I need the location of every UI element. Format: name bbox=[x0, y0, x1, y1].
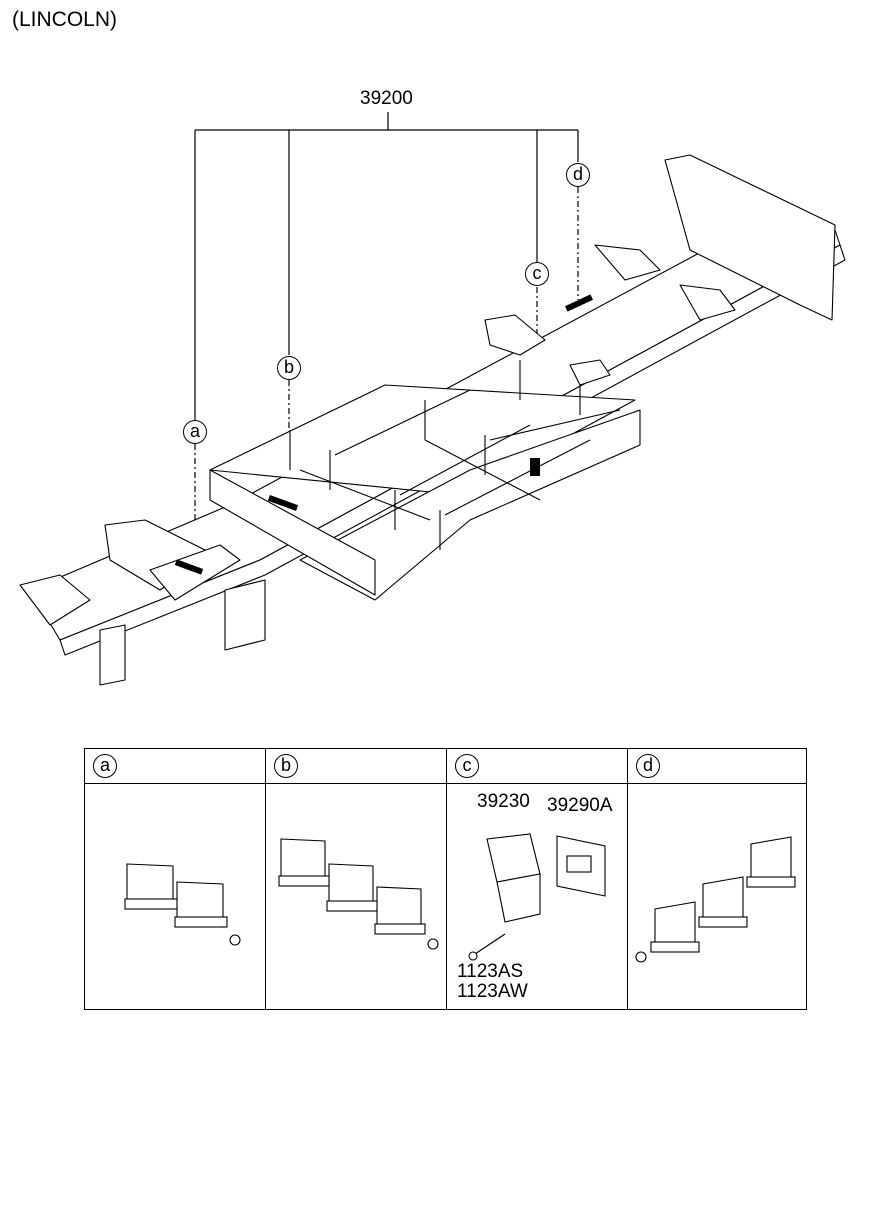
table-header-c: c bbox=[455, 754, 479, 778]
table-header-a: a bbox=[93, 754, 117, 778]
relay-assembly-c bbox=[468, 833, 606, 961]
connector-triple-d bbox=[635, 836, 796, 963]
chassis-frame-diagram bbox=[19, 112, 846, 686]
callout-b: b bbox=[277, 356, 301, 380]
table-header-b: b bbox=[274, 754, 298, 778]
part-39290a: 39290A bbox=[547, 795, 613, 816]
table-header-d: d bbox=[636, 754, 660, 778]
detail-drawings bbox=[124, 833, 796, 963]
detail-table: a b c d 39230 39290A 1123AS 1123AW bbox=[84, 748, 807, 1010]
callout-c: c bbox=[525, 262, 549, 286]
callout-d: d bbox=[566, 163, 590, 187]
main-part-number: 39200 bbox=[360, 88, 413, 109]
connector-pair-a bbox=[124, 863, 241, 946]
connector-triple-b bbox=[278, 838, 439, 950]
model-label: (LINCOLN) bbox=[12, 8, 118, 31]
header-divider bbox=[85, 783, 806, 784]
part-39230: 39230 bbox=[477, 791, 530, 812]
callout-a: a bbox=[183, 420, 207, 444]
part-1123as: 1123AS bbox=[457, 961, 524, 982]
part-1123aw: 1123AW bbox=[457, 981, 528, 1002]
